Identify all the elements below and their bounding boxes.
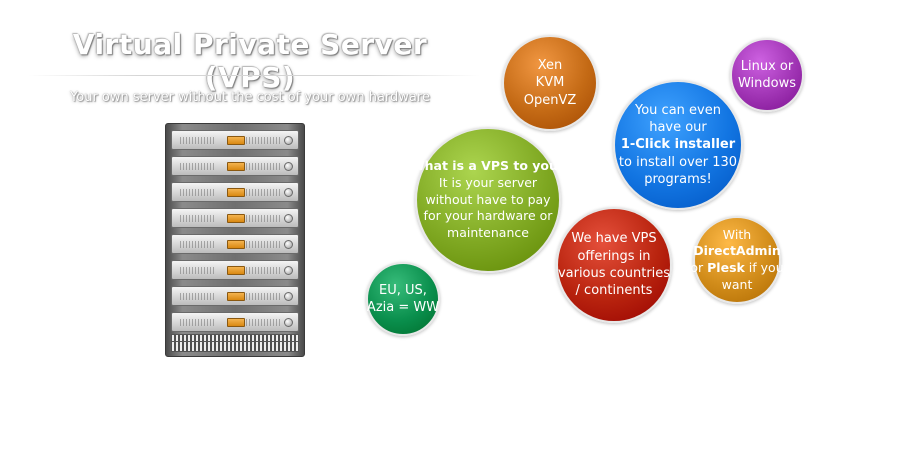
drive-bay-icon <box>227 318 245 327</box>
bubble-line: have our <box>649 120 707 136</box>
bubble-line: 1-Click installer <box>621 136 735 153</box>
directadmin-label: DirectAdmin <box>693 243 781 259</box>
drive-bay-icon <box>227 136 245 145</box>
drive-bay-icon <box>227 292 245 301</box>
bubble-line: to install over 130 <box>618 154 738 170</box>
bubble-line: KVM <box>535 75 565 91</box>
bubble-line: It is your server <box>438 175 538 191</box>
server-unit <box>171 260 299 280</box>
bubble-line: With <box>722 226 752 242</box>
bubble-line: Windows <box>737 76 797 91</box>
power-button-icon <box>284 318 293 327</box>
bubble-line: for your hardware or <box>423 208 553 224</box>
bubble-line: or Plesk if you <box>690 260 784 275</box>
bubble-line: maintenance <box>447 224 529 240</box>
power-button-icon <box>284 240 293 249</box>
drive-bay-icon <box>227 162 245 171</box>
bubble-line: Azia = WW <box>366 300 440 315</box>
bubble-line: programs! <box>644 171 712 187</box>
power-button-icon <box>284 136 293 145</box>
vent-grille <box>171 334 299 352</box>
worldwide-bubble: EU, US, Azia = WW <box>366 262 440 336</box>
bubble-line: What is a VPS to you? <box>411 158 565 175</box>
bubble-line: You can even <box>635 102 721 118</box>
page-title: Virtual Private Server (VPS) <box>72 28 428 94</box>
virtualization-bubble: Xen KVM OpenVZ <box>502 35 598 131</box>
bubble-line: OpenVZ <box>523 92 577 108</box>
bubble-line: Linux or <box>740 58 794 74</box>
server-unit <box>171 312 299 332</box>
title-divider <box>28 75 480 76</box>
bubble-line: DirectAdmin <box>693 243 781 260</box>
power-button-icon <box>284 266 293 275</box>
server-unit <box>171 286 299 306</box>
power-button-icon <box>284 162 293 171</box>
power-button-icon <box>284 188 293 197</box>
installer-highlight: 1-Click installer <box>620 137 736 153</box>
countries-bubble: We have VPS offerings in various countri… <box>556 207 672 323</box>
plesk-label: Plesk <box>707 260 745 275</box>
server-unit <box>171 182 299 202</box>
what-is-vps-heading: What is a VPS to you? <box>410 158 566 174</box>
power-button-icon <box>284 214 293 223</box>
installer-bubble: You can even have our 1-Click installer … <box>613 80 743 210</box>
what-is-vps-bubble: What is a VPS to you? It is your server … <box>411 127 565 273</box>
drive-bay-icon <box>227 240 245 249</box>
bubble-line: We have VPS <box>571 231 657 247</box>
control-panel-bubble: With DirectAdmin or Plesk if you want <box>690 216 784 304</box>
bubble-line: offerings in <box>577 248 651 264</box>
os-bubble: Linux or Windows <box>730 38 804 112</box>
power-button-icon <box>284 292 293 301</box>
drive-bay-icon <box>227 214 245 223</box>
server-unit <box>171 234 299 254</box>
drive-bay-icon <box>227 266 245 275</box>
bubble-line: Xen <box>537 58 563 74</box>
server-unit <box>171 208 299 228</box>
bubble-line: / continents <box>575 283 653 299</box>
page-subtitle: Your own server without the cost of your… <box>70 90 430 105</box>
server-rack-illustration <box>165 123 305 357</box>
bubble-line: various countries <box>557 266 671 281</box>
bubble-line: without have to pay <box>425 191 551 207</box>
bubble-line: EU, US, <box>379 282 427 298</box>
drive-bay-icon <box>227 188 245 197</box>
server-unit <box>171 156 299 176</box>
bubble-line: want <box>721 276 753 292</box>
server-unit <box>171 130 299 150</box>
